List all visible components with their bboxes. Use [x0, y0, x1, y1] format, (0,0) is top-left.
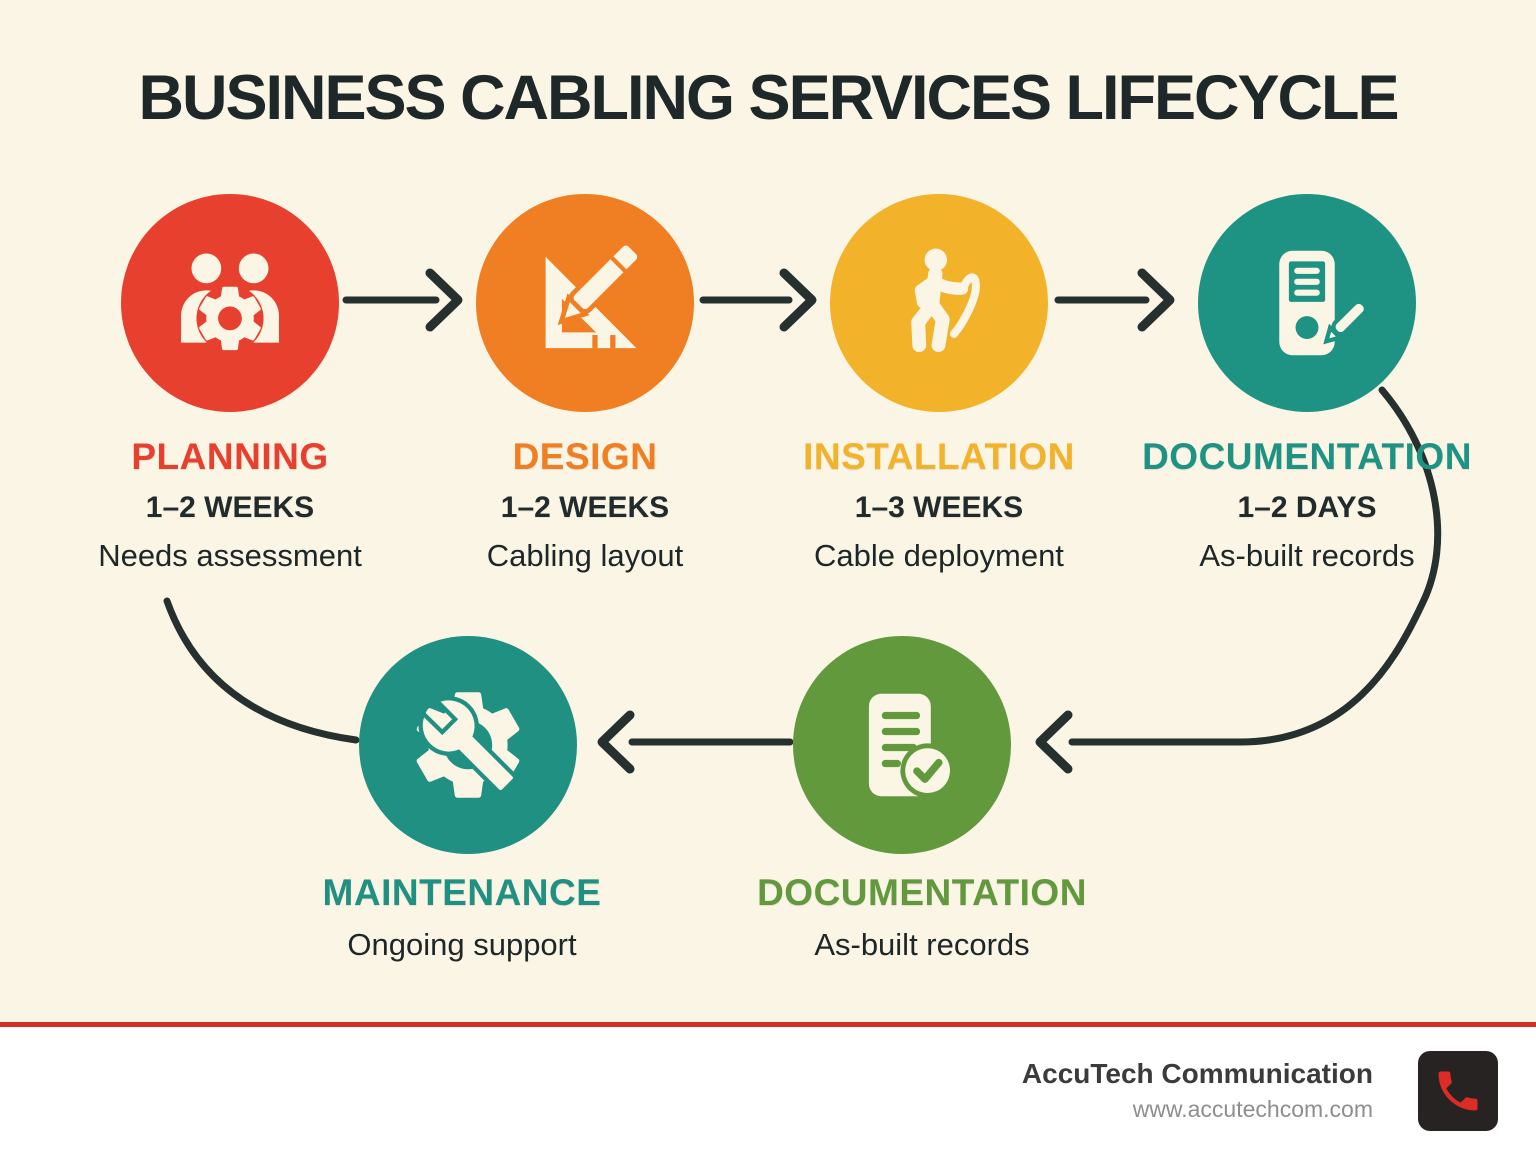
curve-documentation-to-documentation — [1035, 386, 1442, 774]
stage-text-maintenance: MAINTENANCE Ongoing support — [282, 872, 642, 963]
stage-duration: 1–2 WEEKS — [500, 491, 670, 524]
document-check-icon — [868, 693, 955, 798]
stage-circle-installation — [830, 194, 1048, 412]
arrow-installation-to-documentation — [1054, 268, 1175, 332]
stage-duration: 1–2 WEEKS — [145, 491, 315, 524]
stage-circle-documentation-bottom — [793, 636, 1011, 854]
stage-name: DESIGN — [512, 436, 658, 477]
curve-maintenance-to-planning — [163, 597, 360, 744]
stage-description: Cable deployment — [814, 538, 1064, 573]
stage-name: DOCUMENTATION — [1142, 436, 1472, 477]
stage-circle-documentation-top — [1198, 194, 1416, 412]
stage-text-installation: INSTALLATION 1–3 WEEKS Cable deployment — [759, 436, 1119, 574]
stage-text-planning: PLANNING 1–2 WEEKS Needs assessment — [50, 436, 410, 574]
stage-circle-maintenance — [359, 636, 577, 854]
stage-name: MAINTENANCE — [322, 872, 602, 913]
stage-description: As-built records — [814, 927, 1030, 962]
device-notes-icon — [1279, 250, 1369, 356]
stage-text-documentation-top: DOCUMENTATION 1–2 DAYS As-built records — [1127, 436, 1487, 574]
page-title: BUSINESS CABLING SERVICES LIFECYCLE — [138, 63, 1399, 133]
stage-description: Needs assessment — [98, 538, 362, 573]
stage-text-design: DESIGN 1–2 WEEKS Cabling layout — [405, 436, 765, 574]
ruler-pencil-icon — [545, 240, 642, 349]
stage-name: INSTALLATION — [803, 436, 1075, 477]
footer: AccuTech Communication www.accutechcom.c… — [0, 1027, 1536, 1154]
stage-duration: 1–2 DAYS — [1237, 491, 1377, 524]
company-website: www.accutechcom.com — [1132, 1096, 1373, 1122]
stage-description: Cabling layout — [486, 538, 684, 573]
phone-icon — [1438, 1071, 1478, 1110]
stage-name: DOCUMENTATION — [757, 872, 1087, 913]
stage-description: Ongoing support — [347, 927, 577, 962]
arrow-design-to-installation — [699, 268, 817, 332]
footer-text: AccuTech Communication www.accutechcom.c… — [1022, 1058, 1373, 1123]
company-name: AccuTech Communication — [1021, 1058, 1373, 1089]
technician-cable-icon — [911, 248, 980, 353]
company-logo — [1418, 1050, 1498, 1131]
stage-description: As-built records — [1199, 538, 1415, 573]
stage-circle-design — [476, 194, 694, 412]
team-gear-icon — [181, 253, 279, 352]
stage-duration: 1–3 WEEKS — [854, 491, 1024, 524]
gear-wrench-icon — [416, 692, 520, 798]
stage-text-documentation-bottom: DOCUMENTATION As-built records — [742, 872, 1102, 963]
stage-circle-planning — [121, 194, 339, 412]
arrow-planning-to-design — [342, 268, 463, 332]
arrow-documentation-to-maintenance — [597, 710, 794, 774]
footer-accent-line — [0, 1022, 1536, 1027]
stage-name: PLANNING — [131, 436, 329, 477]
